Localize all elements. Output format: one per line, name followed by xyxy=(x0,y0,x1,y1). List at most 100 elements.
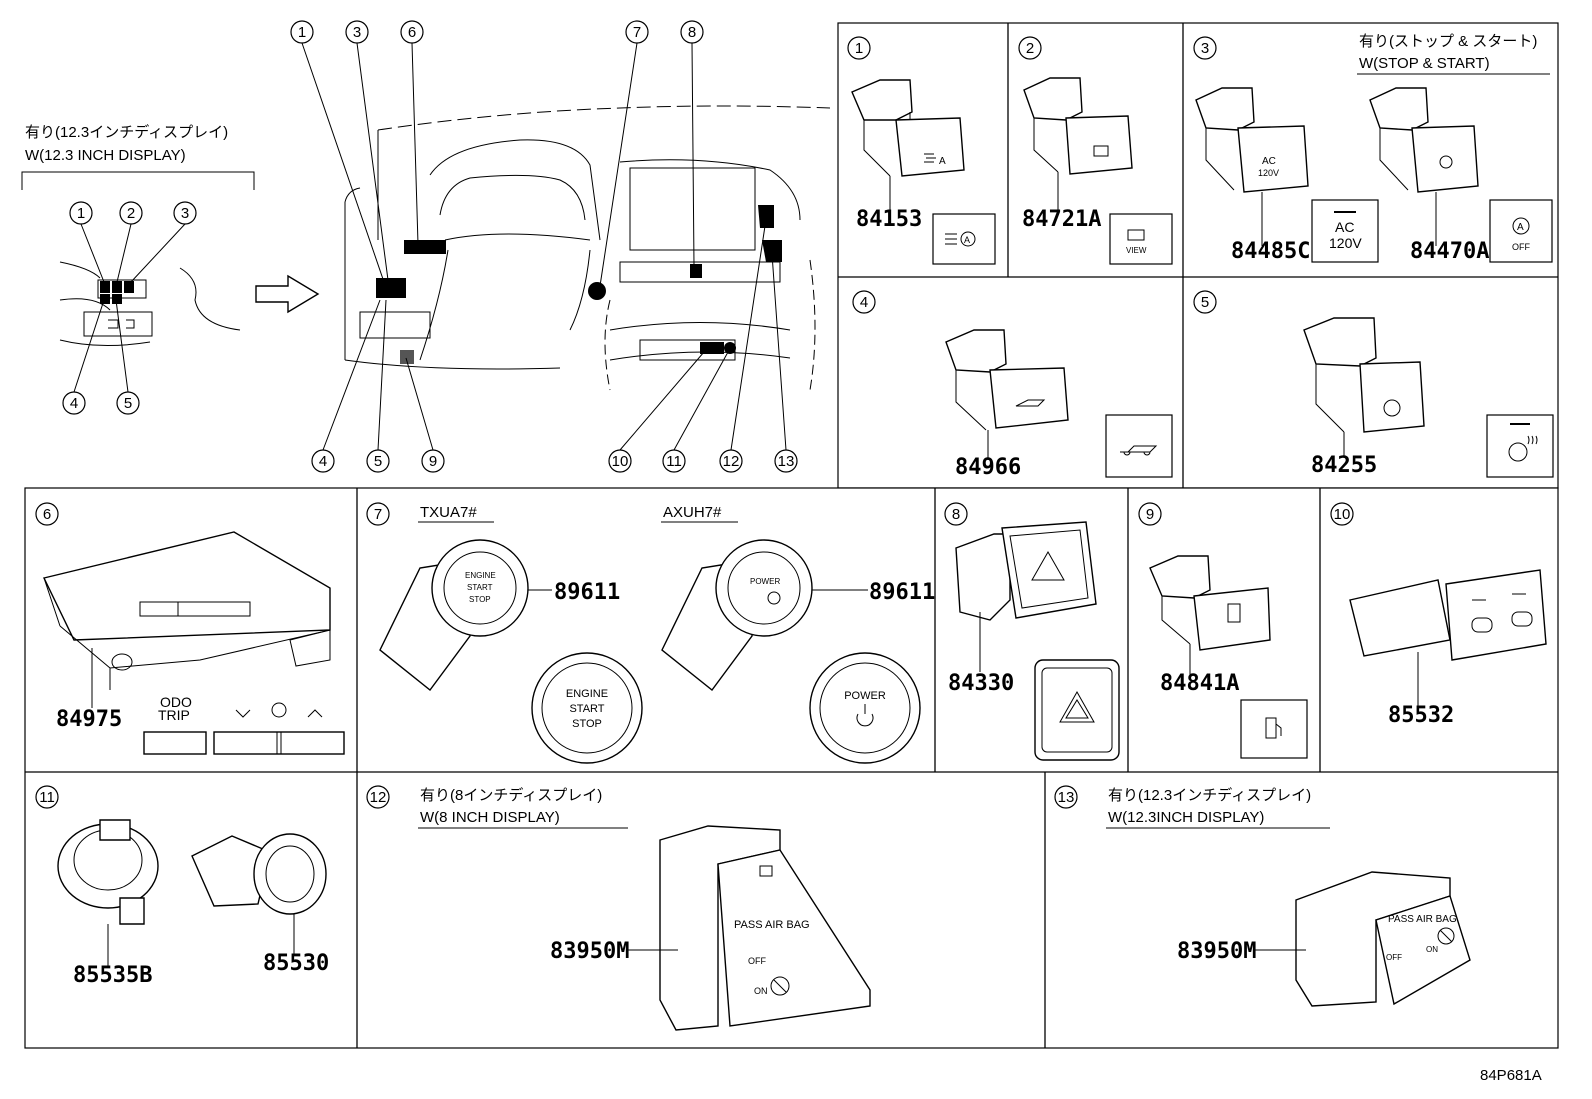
power-label: POWER xyxy=(844,690,886,702)
dimmer-rocker-drawing xyxy=(213,731,345,755)
panel-7: 7 TXUA7# AXUH7# ENGINE START STOP 89611 … xyxy=(366,502,935,764)
panel-3: 3 有り(ストップ & スタート) W(STOP & START) AC120V… xyxy=(1193,33,1553,264)
fuel-door-switch-84841A-drawing xyxy=(1149,555,1271,651)
part-84721A: 84721A xyxy=(1022,207,1101,232)
panel-6-number: 6 xyxy=(43,506,51,523)
variant-txua7: TXUA7# xyxy=(420,504,477,521)
panel-10: 10 85532 xyxy=(1330,502,1547,728)
off-label-12: OFF xyxy=(748,956,766,966)
svg-text:A: A xyxy=(964,235,970,245)
txua7-sketch-engine: ENGINE xyxy=(465,571,496,580)
panel-2: 2 84721A VIEW xyxy=(1018,36,1173,265)
panel-1: 1 A 84153 A xyxy=(847,36,996,265)
fuel-pump-icon xyxy=(1240,699,1308,759)
ac-120v-icon xyxy=(1311,199,1379,263)
part-85532: 85532 xyxy=(1388,703,1454,728)
panel-13-caption-jp: 有り(12.3インチディスプレイ) xyxy=(1108,786,1311,804)
ac-icon-text: AC xyxy=(1335,219,1354,235)
inset-callout-4: 4 xyxy=(70,395,78,412)
engine-label: ENGINE xyxy=(566,688,608,700)
panel-12-caption-jp: 有り(8インチディスプレイ) xyxy=(420,786,602,804)
panel-3-number: 3 xyxy=(1201,40,1209,57)
callout-7: 7 xyxy=(633,24,641,41)
hazard-switch-84330-drawing xyxy=(955,521,1097,621)
panel-9: 9 84841A xyxy=(1138,502,1308,759)
overview-callouts: 1 3 6 7 8 4 5 9 10 11 12 13 xyxy=(290,20,798,473)
panel-9-number: 9 xyxy=(1146,506,1154,523)
callout-1: 1 xyxy=(298,24,306,41)
callout-5: 5 xyxy=(374,453,382,470)
on-label-13: ON xyxy=(1426,945,1438,954)
callout-9: 9 xyxy=(429,453,437,470)
inset-callout-3: 3 xyxy=(181,205,189,222)
panel-4-number: 4 xyxy=(860,294,868,311)
hazard-triangle-icon xyxy=(1059,690,1095,723)
drawing-code: 84P681A xyxy=(1480,1067,1542,1084)
socket-85535B-drawing xyxy=(57,819,159,925)
panel-4: 4 84966 xyxy=(852,290,1173,480)
svg-text:AC: AC xyxy=(1262,156,1276,167)
socket-85530-drawing xyxy=(191,833,327,915)
start-label: START xyxy=(569,703,604,715)
callout-11: 11 xyxy=(666,453,682,470)
pass-air-bag-label-13: PASS AIR BAG xyxy=(1388,914,1457,925)
callout-3: 3 xyxy=(353,24,361,41)
odo-label: ODO xyxy=(160,694,192,710)
switch-84153-drawing: A xyxy=(851,79,965,177)
power-icon xyxy=(856,704,874,727)
panel-3-caption-jp: 有り(ストップ & スタート) xyxy=(1359,33,1537,50)
inset-caption-en: W(12.3 INCH DISPLAY) xyxy=(25,147,186,164)
svg-text:A: A xyxy=(939,156,946,167)
part-84975: 84975 xyxy=(56,707,122,732)
svg-text:120V: 120V xyxy=(1258,168,1279,178)
part-84330: 84330 xyxy=(948,671,1014,696)
panel-8-number: 8 xyxy=(952,506,960,523)
panel-11: 11 85535B 85530 xyxy=(35,785,329,988)
switch-84470A-drawing xyxy=(1369,87,1479,193)
dashboard-sketch xyxy=(344,105,831,391)
switch-84721A-drawing xyxy=(1023,77,1133,175)
on-label-12: ON xyxy=(754,986,768,996)
axuh7-sketch-power: POWER xyxy=(750,577,780,586)
inset-callouts: 1 2 3 4 5 xyxy=(62,201,197,415)
part-83950M-12in: 83950M xyxy=(1177,939,1256,964)
heated-steering-icon xyxy=(1486,414,1554,478)
inset-callout-5: 5 xyxy=(124,395,132,412)
panel-13-caption-en: W(12.3INCH DISPLAY) xyxy=(1108,809,1264,826)
panel-10-number: 10 xyxy=(1334,506,1351,523)
panel-12-caption-en: W(8 INCH DISPLAY) xyxy=(420,809,560,826)
svg-text:A: A xyxy=(1517,222,1524,233)
stop-label: STOP xyxy=(572,718,602,730)
variant-axuh7: AXUH7# xyxy=(663,504,722,521)
pass-air-bag-label-12: PASS AIR BAG xyxy=(734,919,810,931)
start-switch-axuh7-drawing xyxy=(661,539,813,692)
txua7-sketch-stop: STOP xyxy=(469,595,491,604)
panel-5: 5 84255 xyxy=(1193,290,1554,478)
start-switch-txua7-drawing xyxy=(379,539,529,692)
panel-6: 6 84975 ODO TRIP xyxy=(35,502,345,755)
callout-4: 4 xyxy=(319,453,327,470)
odo-trip-button-drawing xyxy=(143,731,207,755)
panel-12-number: 12 xyxy=(370,789,387,806)
120v-icon-text: 120V xyxy=(1329,235,1362,251)
part-85535B: 85535B xyxy=(73,963,152,988)
inset-callout-2: 2 xyxy=(127,205,135,222)
camera-view-icon xyxy=(1109,213,1173,265)
callout-8: 8 xyxy=(688,24,696,41)
panel-7-number: 7 xyxy=(374,506,382,523)
arrow-right-icon xyxy=(255,274,320,314)
part-84485C: 84485C xyxy=(1231,239,1310,264)
panel-1-number: 1 xyxy=(855,40,863,57)
switch-84966-drawing xyxy=(945,329,1069,431)
drive-mode-switch-85532-drawing xyxy=(1349,569,1547,661)
view-icon-text: VIEW xyxy=(1126,246,1147,255)
hazard-button-face xyxy=(1034,659,1120,761)
fog-light-icon xyxy=(932,213,996,265)
callout-10: 10 xyxy=(612,453,629,470)
engine-start-stop-button-face: ENGINE START STOP xyxy=(531,652,643,764)
airbag-indicator-8in-drawing xyxy=(659,825,871,1031)
part-85530: 85530 xyxy=(263,951,329,976)
overview-section: 有り(12.3インチディスプレイ) W(12.3 INCH DISPLAY) 1… xyxy=(21,20,831,473)
